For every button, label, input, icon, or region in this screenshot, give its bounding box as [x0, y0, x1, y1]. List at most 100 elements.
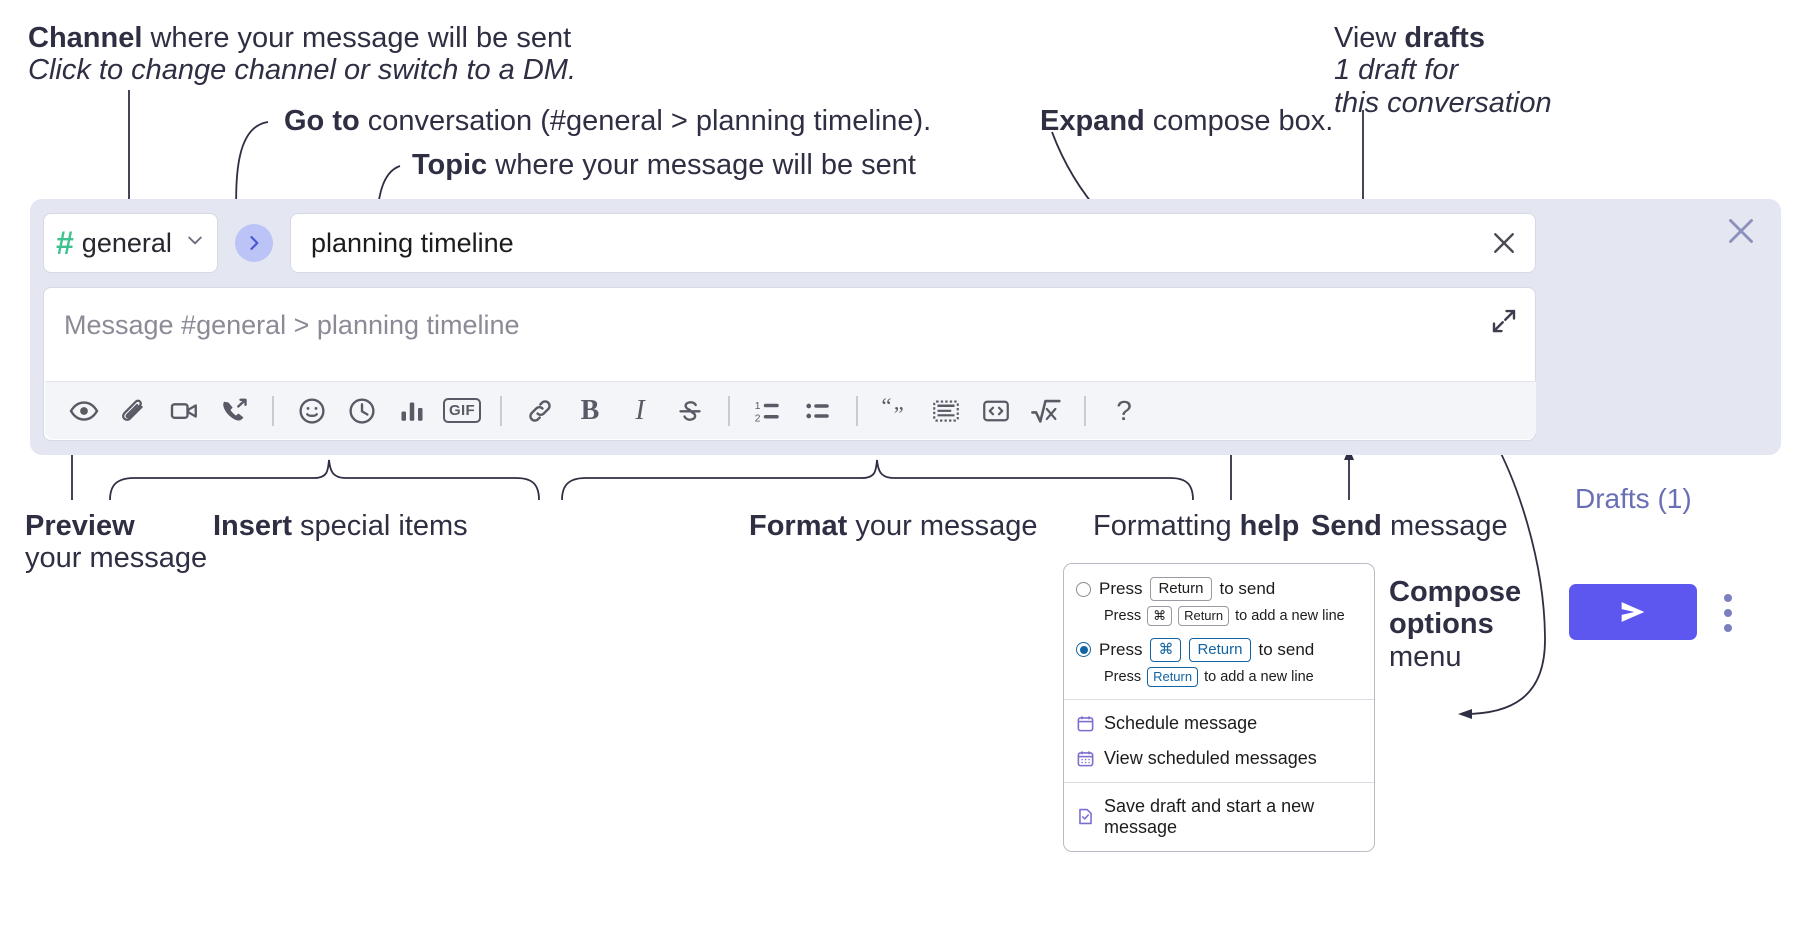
menu-item-label: Save draft and start a new message: [1104, 795, 1315, 837]
annotation-help-bold: help: [1239, 510, 1300, 542]
menu-item-save-draft[interactable]: Save draft and start a new message: [1064, 789, 1374, 845]
svg-text:2: 2: [755, 413, 761, 424]
hint-post: to add a new line: [1235, 608, 1345, 625]
svg-text:”: ”: [894, 401, 904, 426]
goto-conversation-button[interactable]: [235, 224, 273, 262]
reminder-button[interactable]: [337, 389, 387, 433]
send-option-cmd-hint: Press Return to add a new line: [1064, 665, 1374, 689]
chevron-down-icon: [185, 230, 205, 256]
math-button[interactable]: [1021, 389, 1071, 433]
toolbar-divider: [715, 395, 743, 426]
ordered-list-button[interactable]: 1 2: [743, 389, 793, 433]
video-clip-button[interactable]: [159, 389, 209, 433]
italic-button[interactable]: I: [615, 389, 665, 433]
menu-divider: [1064, 698, 1374, 700]
compose-options-icon-dot: [1724, 624, 1732, 632]
message-input[interactable]: Message #general > planning timeline: [64, 310, 520, 340]
code-block-icon: [933, 399, 959, 422]
drafts-link[interactable]: Drafts (1): [1575, 483, 1692, 514]
code-block-button[interactable]: [921, 389, 971, 433]
annotation-send: Send message: [1311, 510, 1508, 542]
channel-select[interactable]: # general: [43, 213, 218, 273]
formatting-help-button[interactable]: ?: [1099, 389, 1149, 433]
svg-text:“: “: [882, 396, 892, 418]
toolbar-divider: [259, 395, 287, 426]
radio-unselected-icon: [1076, 581, 1091, 597]
annotation-format-rest: your message: [847, 510, 1038, 542]
expand-compose-button[interactable]: [1489, 306, 1519, 336]
channel-name: general: [81, 227, 172, 258]
calendar-icon: [1076, 714, 1095, 733]
annotation-format-bold: Format: [749, 510, 848, 542]
topic-input[interactable]: planning timeline: [290, 213, 1536, 273]
annotation-help: Formatting help: [1093, 510, 1299, 542]
link-button[interactable]: [515, 389, 565, 433]
menu-item-schedule-message[interactable]: Schedule message: [1064, 706, 1374, 741]
annotation-goto-rest: conversation (#general > planning timeli…: [359, 105, 932, 137]
annotation-channel-rest: where your message will be sent: [142, 22, 572, 54]
annotation-compose-line3: menu: [1389, 640, 1462, 673]
send-option-return[interactable]: Press Return to send: [1064, 574, 1374, 604]
preview-icon-button[interactable]: [59, 389, 109, 433]
math-icon: [1031, 399, 1061, 423]
key-return: Return: [1150, 577, 1212, 602]
annotation-expand: Expand compose box.: [1040, 105, 1333, 137]
annotation-topic: Topic where your message will be sent: [412, 149, 916, 181]
strikethrough-button[interactable]: [665, 389, 715, 433]
compose-inner: # general planning timeline Message #gen…: [43, 213, 1536, 441]
annotation-insert: Insert special items: [213, 510, 468, 542]
audio-call-icon: [223, 398, 247, 421]
formatting-toolbar: GIF B I: [45, 381, 1536, 439]
code-icon: [983, 400, 1009, 421]
clear-topic-button[interactable]: [1487, 226, 1521, 260]
close-icon: [1729, 219, 1753, 243]
annotation-drafts: View drafts 1 draft for this conversatio…: [1334, 22, 1552, 119]
ordered-list-icon: 1 2: [755, 401, 779, 424]
attachment-icon: [122, 399, 143, 421]
audio-clip-button[interactable]: [209, 389, 259, 433]
attachment-button[interactable]: [109, 389, 159, 433]
send-option-cmd-pre: Press: [1099, 639, 1143, 659]
annotation-send-rest: message: [1381, 510, 1508, 542]
code-button[interactable]: [971, 389, 1021, 433]
annotation-preview-rest: your message: [25, 542, 208, 575]
emoji-button[interactable]: [287, 389, 337, 433]
blockquote-button[interactable]: “ ”: [871, 389, 921, 433]
compose-options-button[interactable]: [1718, 588, 1738, 638]
annotation-channel: Channel where your message will be sent …: [28, 22, 576, 87]
send-option-return-post: to send: [1219, 579, 1276, 599]
annotation-format: Format your message: [749, 510, 1038, 542]
annotation-expand-bold: Expand: [1040, 105, 1145, 137]
radio-selected-icon: [1076, 642, 1091, 658]
send-option-return-hint: Press ⌘ Return to add a new line: [1064, 604, 1374, 628]
annotation-goto-bold: Go to: [284, 105, 360, 137]
poll-button[interactable]: [387, 389, 437, 433]
preview-icon: [69, 400, 99, 421]
gif-button[interactable]: GIF: [437, 389, 487, 433]
compose-options-icon-dot: [1724, 609, 1732, 617]
bold-button[interactable]: B: [565, 389, 615, 433]
emoji-icon: [299, 397, 325, 424]
bulleted-list-icon: [806, 403, 829, 418]
hash-icon: #: [56, 225, 74, 261]
menu-divider: [1064, 781, 1374, 783]
svg-text:1: 1: [755, 401, 761, 412]
send-option-cmd-return[interactable]: Press ⌘ Return to send: [1064, 635, 1374, 665]
schedule-group: Schedule message View scheduled messages: [1064, 700, 1374, 782]
bulleted-list-button[interactable]: [793, 389, 843, 433]
close-compose-button[interactable]: [1723, 213, 1759, 249]
topic-value: planning timeline: [311, 227, 514, 258]
menu-item-view-scheduled[interactable]: View scheduled messages: [1064, 741, 1374, 776]
close-icon: [1494, 233, 1514, 253]
annotation-channel-italic: Click to change channel or switch to a D…: [28, 54, 577, 87]
annotation-insert-bold: Insert: [213, 510, 292, 542]
send-button[interactable]: [1569, 584, 1697, 640]
hint-post: to add a new line: [1204, 668, 1314, 685]
send-icon: [1621, 602, 1645, 622]
annotation-preview: Preview your message: [25, 510, 207, 575]
calendar-grid-icon: [1076, 749, 1095, 768]
toolbar-divider: [487, 395, 515, 426]
annotation-insert-rest: special items: [291, 510, 468, 542]
